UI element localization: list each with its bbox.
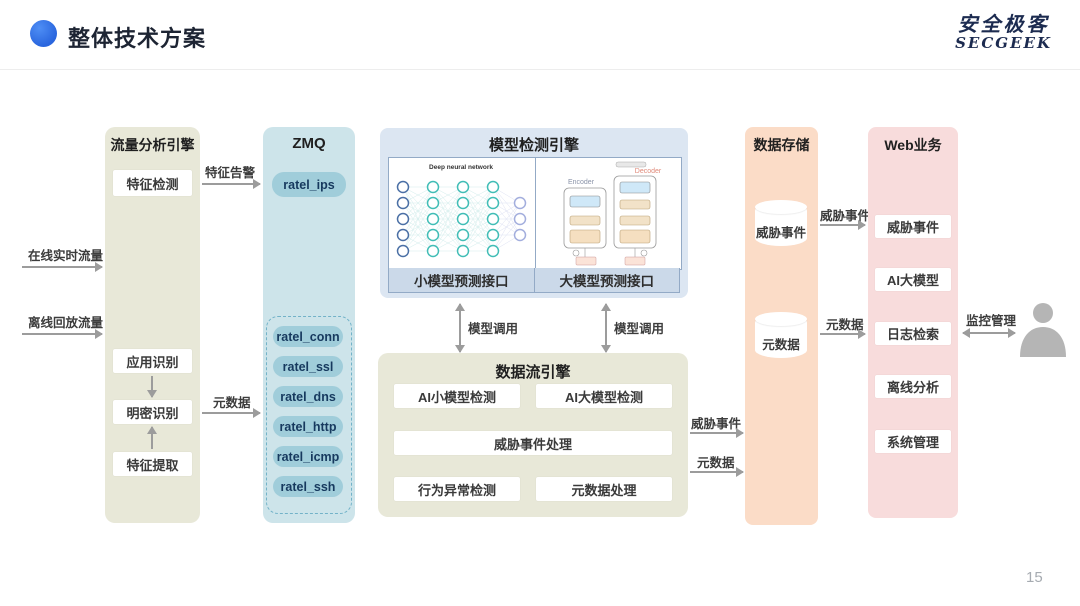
arrow-app-to-cipher <box>147 376 157 398</box>
monitor-manage-label: 监控管理 <box>966 314 1017 328</box>
zmq-title: ZMQ <box>292 135 326 152</box>
queue-ratel-ssh: ratel_ssh <box>273 476 343 497</box>
offline-traffic-arrow <box>22 329 103 339</box>
metadata-db-label: 元数据 <box>762 338 800 352</box>
threat-to-storage-label: 威胁事件 <box>691 417 742 431</box>
dataflow-engine-title: 数据流引擎 <box>495 364 571 381</box>
model-call-arrow-large <box>601 303 611 353</box>
metadata-to-web-arrow <box>820 329 866 339</box>
model-engine-title: 模型检测引擎 <box>488 137 579 154</box>
model-api-band: 小模型预测接口 大模型预测接口 <box>388 268 680 293</box>
model-call-arrow-small <box>455 303 465 353</box>
model-engine-panel: 模型检测引擎 Deep neural network Encoder Decod… <box>380 128 688 298</box>
web-log-search-box: 日志检索 <box>875 322 951 345</box>
behavior-anomaly-box: 行为异常检测 <box>394 477 520 501</box>
large-model-api: 大模型预测接口 <box>533 268 680 292</box>
feature-extract-box: 特征提取 <box>113 452 192 476</box>
arrow-extract-to-cipher <box>147 426 157 449</box>
page-number: 15 <box>1026 569 1043 586</box>
queue-ratel-http: ratel_http <box>273 416 343 437</box>
web-system-manage-box: 系统管理 <box>875 430 951 453</box>
queue-ratel-ips: ratel_ips <box>272 172 346 197</box>
metadata-to-storage-arrow <box>690 467 744 477</box>
metadata-processing-box: 元数据处理 <box>536 477 672 501</box>
web-panel: Web业务 威胁事件 AI大模型 日志检索 离线分析 系统管理 <box>868 127 958 518</box>
cipher-identify-box: 明密识别 <box>113 400 192 424</box>
model-figure: Deep neural network Encoder Decoder <box>388 157 682 270</box>
web-ai-model-box: AI大模型 <box>875 268 951 291</box>
traffic-engine-title: 流量分析引擎 <box>110 137 195 153</box>
encoder-label: Encoder <box>567 179 594 186</box>
monitor-manage-arrow <box>962 328 1016 338</box>
secgeek-logo: 安全极客 SECGEEK <box>955 13 1052 52</box>
app-identify-box: 应用识别 <box>113 349 192 373</box>
page-title: 整体技术方案 <box>68 26 207 51</box>
threat-processing-box: 威胁事件处理 <box>394 431 672 455</box>
logo-text-en: SECGEEK <box>955 34 1052 52</box>
zmq-panel: ZMQ ratel_ips ratel_conn ratel_ssl ratel… <box>263 127 355 523</box>
small-model-api: 小模型预测接口 <box>414 274 509 289</box>
metadata-to-zmq-label: 元数据 <box>213 396 251 410</box>
title-bullet-icon <box>30 20 63 53</box>
ai-large-detect-box: AI大模型检测 <box>536 384 672 408</box>
decoder-label: Decoder <box>634 168 661 175</box>
neural-network-figure: Deep neural network <box>389 158 536 269</box>
nn-caption: Deep neural network <box>429 164 493 171</box>
transformer-figure: Encoder Decoder <box>536 158 682 269</box>
dataflow-engine-panel: 数据流引擎 AI小模型检测 AI大模型检测 威胁事件处理 行为异常检测 元数据处… <box>378 353 688 517</box>
model-call-small-label: 模型调用 <box>468 322 519 336</box>
ai-small-detect-box: AI小模型检测 <box>394 384 520 408</box>
threat-to-storage-arrow <box>690 428 744 438</box>
traffic-engine-panel: 流量分析引擎 特征检测 应用识别 明密识别 特征提取 <box>105 127 200 523</box>
feature-alert-label: 特征告警 <box>205 166 256 180</box>
online-traffic-arrow <box>22 262 103 272</box>
web-offline-analysis-box: 离线分析 <box>875 375 951 398</box>
metadata-db-icon: 元数据 <box>755 312 807 358</box>
data-storage-panel: 数据存储 威胁事件 元数据 <box>745 127 818 525</box>
person-icon <box>1016 301 1070 357</box>
queue-ratel-conn: ratel_conn <box>273 326 343 347</box>
zmq-queue-group: ratel_conn ratel_ssl ratel_dns ratel_htt… <box>266 316 352 514</box>
header-divider <box>0 69 1080 70</box>
metadata-to-zmq-arrow <box>202 408 261 418</box>
queue-ratel-ssl: ratel_ssl <box>273 356 343 377</box>
metadata-to-storage-label: 元数据 <box>697 456 735 470</box>
queue-ratel-icmp: ratel_icmp <box>273 446 343 467</box>
model-call-large-label: 模型调用 <box>614 322 665 336</box>
logo-text-cn: 安全极客 <box>957 12 1050 36</box>
threat-to-web-label: 威胁事件 <box>820 209 871 223</box>
data-storage-title: 数据存储 <box>753 137 810 153</box>
feature-alert-arrow <box>202 179 261 189</box>
online-traffic-label: 在线实时流量 <box>28 249 104 263</box>
feature-detect-box: 特征检测 <box>113 170 192 196</box>
queue-ratel-dns: ratel_dns <box>273 386 343 407</box>
threat-events-db-label: 威胁事件 <box>755 226 806 240</box>
offline-traffic-label: 离线回放流量 <box>28 316 104 330</box>
web-threat-events-box: 威胁事件 <box>875 215 951 238</box>
threat-events-db-icon: 威胁事件 <box>755 200 807 246</box>
threat-to-web-arrow <box>820 220 866 230</box>
web-title: Web业务 <box>884 137 942 153</box>
metadata-to-web-label: 元数据 <box>826 318 864 332</box>
